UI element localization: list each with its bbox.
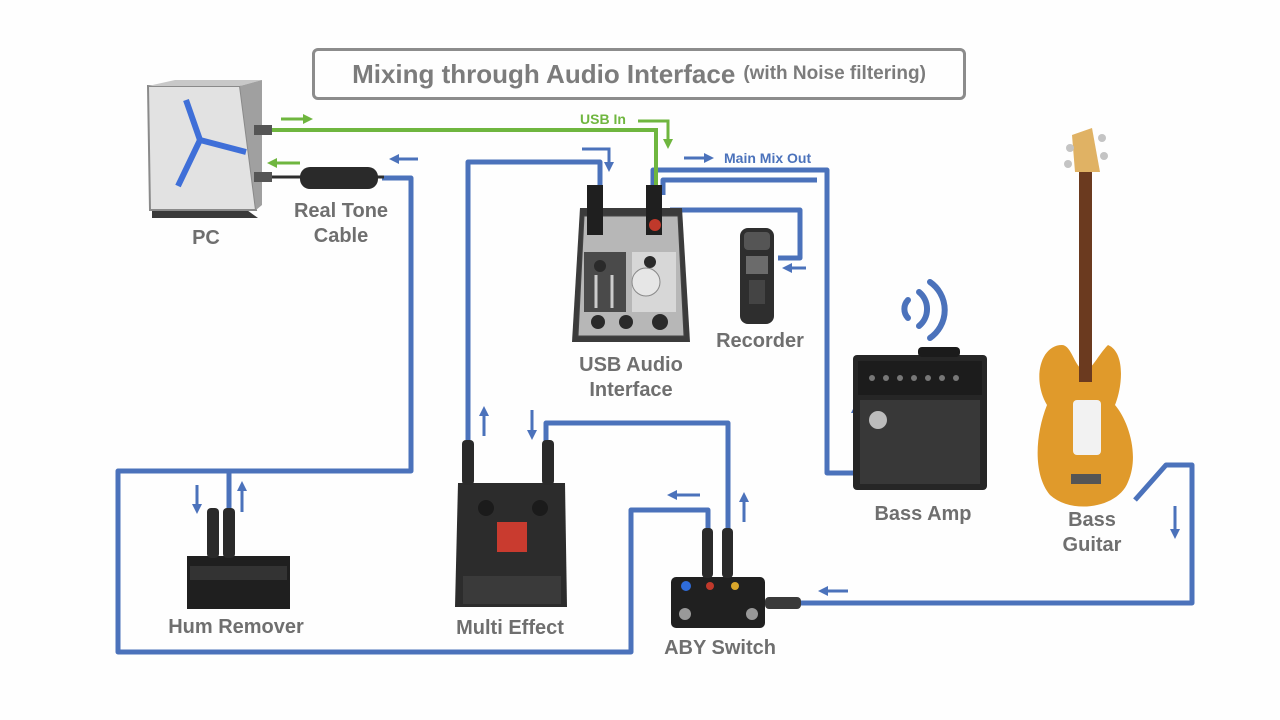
arrow-icon (582, 147, 614, 172)
bass-amp-label-text: Bass Amp (874, 503, 972, 525)
main-mix-out-label: Main Mix Out (724, 150, 812, 166)
real-tone-cable-icon (272, 167, 384, 189)
cable-aby-to-multi-effect (543, 420, 731, 535)
hum-remover-icon (187, 508, 290, 609)
arrow-icon (192, 485, 202, 514)
recorder-icon (740, 228, 774, 324)
label-line: Bass (1068, 509, 1116, 531)
bass-guitar-icon (1037, 128, 1133, 507)
hum-remover-label-text: Hum Remover (168, 616, 304, 638)
arrow-icon (782, 263, 806, 273)
arrow-icon (389, 154, 418, 164)
arrow-icon (739, 492, 749, 522)
arrow-icon (237, 481, 247, 512)
hum-remover-label: Hum Remover (156, 615, 316, 640)
arrow-icon (667, 490, 700, 500)
mixer-icon (572, 185, 690, 342)
recorder-label-text: Recorder (716, 330, 804, 352)
cable-interface-to-recorder-2 (670, 207, 803, 261)
title-subtitle: (with Noise filtering) (743, 63, 926, 84)
label-line: USB Audio (579, 354, 683, 376)
aby-switch-label-text: ABY Switch (664, 637, 776, 659)
sound-waves-icon (901, 279, 948, 341)
arrow-icon (1170, 506, 1180, 539)
pc-icon (146, 80, 272, 218)
cable-interface-to-recorder (660, 177, 817, 195)
label-line: Interface (589, 379, 673, 401)
cable-bass-guitar-to-aby (800, 462, 1195, 606)
diagram-title: Mixing through Audio Interface (with Noi… (312, 48, 966, 100)
arrow-icon (527, 410, 537, 440)
arrow-icon (267, 158, 300, 168)
label-line: Cable (313, 225, 369, 247)
pc-label: PC (176, 226, 236, 251)
arrow-icon (818, 586, 848, 596)
cable-pc-to-hum-remover (115, 175, 711, 655)
signal-cables (115, 159, 1195, 655)
multi-effect-icon (455, 440, 567, 607)
usb-in-label: USB In (580, 111, 626, 127)
label-line: Real Tone (293, 200, 389, 222)
bass-amp-icon (853, 347, 987, 490)
multi-effect-label: Multi Effect (440, 616, 580, 641)
label-line: Guitar (1062, 534, 1122, 556)
title-main: Mixing through Audio Interface (352, 58, 736, 89)
arrow-icon (479, 406, 489, 436)
usb-audio-interface-label: USB Audio Interface (561, 353, 701, 403)
arrow-icon (684, 153, 714, 163)
usb-in-line (272, 128, 658, 192)
cable-multi-effect-to-interface (465, 159, 603, 450)
aby-switch-icon (671, 528, 801, 628)
bass-amp-label: Bass Amp (860, 502, 986, 527)
aby-switch-label: ABY Switch (650, 636, 790, 661)
pc-label-text: PC (192, 227, 220, 249)
recorder-label: Recorder (700, 329, 820, 354)
cable-mix-out-to-amp (650, 167, 870, 476)
arrow-icon (281, 114, 313, 124)
multi-effect-label-text: Multi Effect (456, 617, 564, 639)
arrow-icon (638, 119, 673, 149)
usb-arrows (267, 114, 673, 168)
usb-cable (272, 128, 658, 192)
bass-guitar-label: Bass Guitar (1050, 508, 1134, 558)
real-tone-cable-label: Real Tone Cable (276, 199, 406, 249)
